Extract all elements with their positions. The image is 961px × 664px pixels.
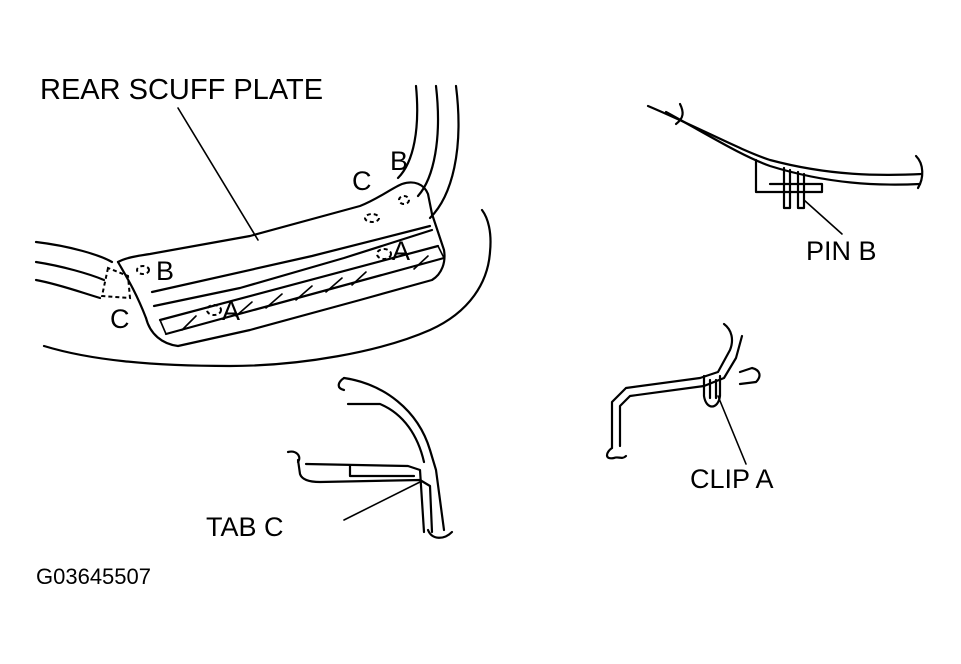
rear-scuff-plate-label: REAR SCUFF PLATE xyxy=(40,74,324,106)
scuff-plate-drawing xyxy=(34,84,492,368)
callout-b-lower: B xyxy=(156,256,175,286)
callout-a-right: A xyxy=(392,236,411,266)
clip-a-label: CLIP A xyxy=(690,464,774,494)
callout-b-upper: B xyxy=(390,146,409,176)
pin-b-label: PIN B xyxy=(806,236,877,266)
callout-c-upper: C xyxy=(352,166,372,196)
figure-id: G03645507 xyxy=(36,564,151,589)
pin-b-detail-drawing xyxy=(646,102,924,235)
clip-a-detail-drawing xyxy=(605,322,761,465)
callout-a-left: A xyxy=(222,296,241,326)
callout-c-lower: C xyxy=(110,304,130,334)
tab-c-detail-drawing xyxy=(286,376,454,539)
tab-c-label: TAB C xyxy=(206,512,284,542)
